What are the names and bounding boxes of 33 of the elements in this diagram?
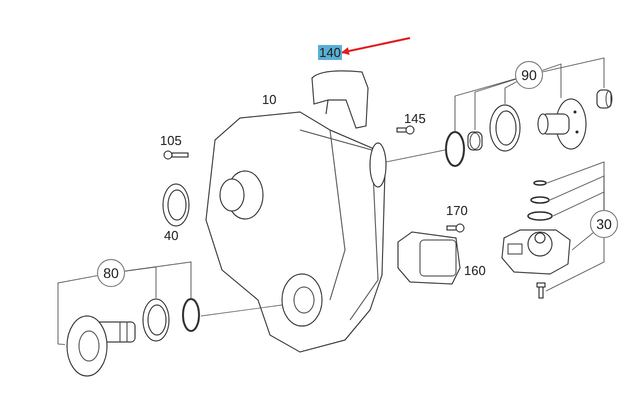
o-ring-drawing bbox=[527, 211, 553, 221]
part-number: 170 bbox=[446, 203, 468, 218]
o-ring-drawing bbox=[445, 131, 465, 167]
leader-line bbox=[474, 78, 516, 130]
leader-line bbox=[454, 78, 516, 132]
leader-line bbox=[504, 81, 518, 104]
leader-line bbox=[542, 58, 604, 88]
leader-line bbox=[572, 232, 594, 250]
part-number: 145 bbox=[404, 111, 426, 126]
part-number: 105 bbox=[160, 133, 182, 148]
leader-line bbox=[542, 63, 562, 98]
callout-number: 90 bbox=[515, 61, 543, 89]
seal-ring-drawing bbox=[142, 298, 170, 342]
seal-ring-drawing bbox=[489, 104, 521, 152]
arrow bbox=[341, 37, 410, 55]
part-number: 40 bbox=[164, 228, 178, 243]
leader-line bbox=[124, 262, 192, 298]
bushing-drawing bbox=[466, 130, 484, 152]
leader-line bbox=[58, 275, 98, 345]
flange-drawing bbox=[535, 98, 587, 150]
o-ring-drawing bbox=[182, 298, 200, 332]
part-number: 160 bbox=[464, 263, 486, 278]
callout-number: 80 bbox=[97, 259, 125, 287]
highlighted-part-number: 140 bbox=[318, 45, 342, 60]
bolt-drawing bbox=[536, 283, 546, 299]
callout-number: 30 bbox=[590, 210, 618, 238]
leader-line bbox=[546, 238, 604, 292]
leader-line bbox=[552, 191, 604, 216]
bushing-drawing bbox=[595, 88, 613, 110]
o-ring-drawing bbox=[533, 180, 547, 186]
leader-line bbox=[124, 266, 156, 298]
o-ring-drawing bbox=[530, 196, 550, 204]
part-number: 10 bbox=[262, 92, 276, 107]
